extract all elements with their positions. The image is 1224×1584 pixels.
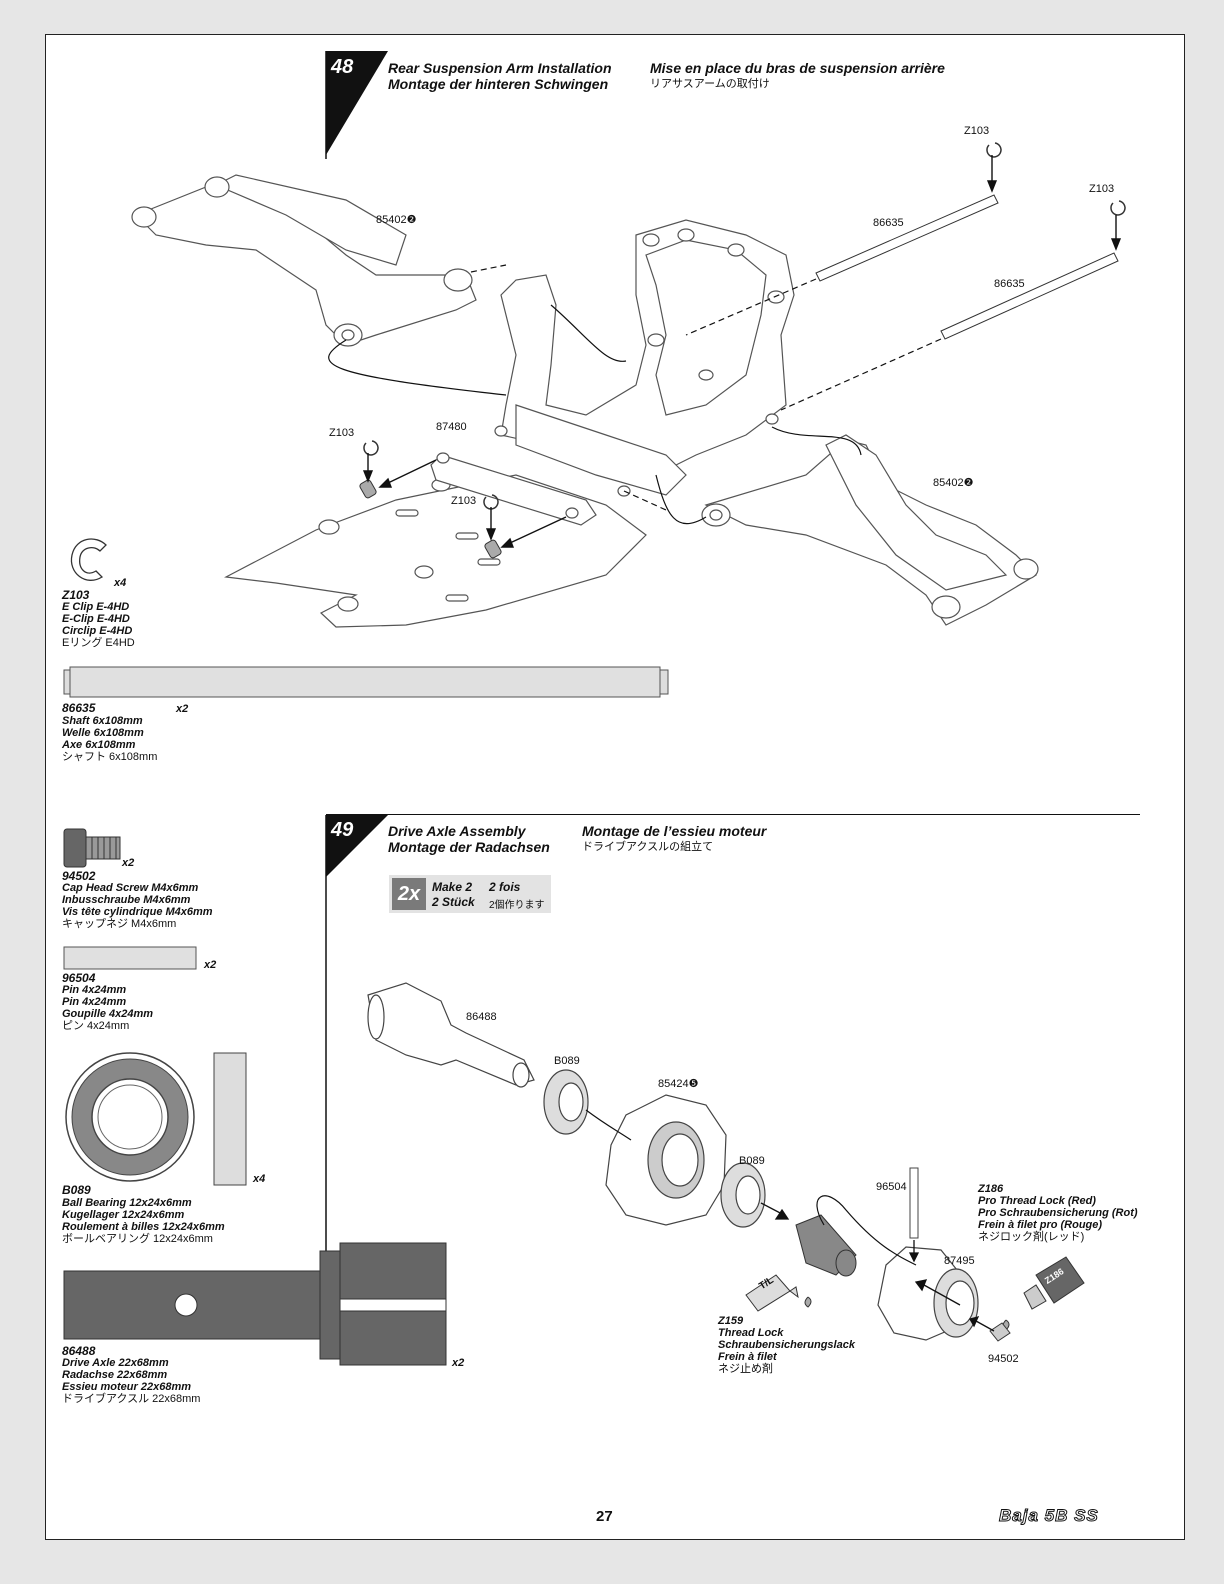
z186-info: Z186 Pro Thread Lock (Red) Pro Schrauben…	[978, 1183, 1138, 1243]
part-z103-eclip-icon	[70, 538, 107, 581]
callout-87495: 87495	[944, 1255, 975, 1267]
part-86488-fr: Essieu moteur 22x68mm	[62, 1381, 192, 1393]
page-number: 27	[596, 1508, 613, 1525]
part-94502-jp: キャップネジ M4x6mm	[62, 918, 177, 930]
part-z103-de: E-Clip E-4HD	[62, 613, 130, 625]
callout-85402-right: 85402❷	[933, 477, 974, 489]
step-49-number: 49	[331, 819, 354, 841]
z186-jp: ネジロック剤(レッド)	[978, 1231, 1085, 1243]
callout-z103-b: Z103	[1089, 183, 1115, 195]
part-b089-de: Kugellager 12x24x6mm	[62, 1209, 185, 1221]
part-96504-pin-icon	[63, 946, 197, 970]
callout-85424: 85424❺	[658, 1078, 699, 1090]
z186-en: Pro Thread Lock (Red)	[978, 1195, 1096, 1207]
step-49-title-de: Montage der Radachsen	[388, 839, 550, 855]
part-z103-jp: Eリング E4HD	[62, 637, 135, 649]
part-96504-fr: Goupille 4x24mm	[62, 1008, 154, 1020]
step-49-title-fr: Montage de l’essieu moteur	[582, 823, 767, 839]
part-86635-desc: Shaft 6x108mm Welle 6x108mm Axe 6x108mm …	[62, 715, 157, 763]
make-two-de: 2 Stück	[432, 895, 475, 909]
step-49-rule	[326, 814, 1140, 815]
part-86488-axle-icon	[63, 1242, 447, 1366]
part-b089-jp: ボールベアリング 12x24x6mm	[62, 1233, 213, 1245]
part-z103-en: E Clip E-4HD	[62, 601, 130, 613]
part-z103-desc: E Clip E-4HD E-Clip E-4HD Circlip E-4HD …	[62, 601, 135, 649]
part-94502-code: 94502	[62, 869, 96, 883]
z186-fr: Frein à filet pro (Rouge)	[978, 1219, 1103, 1231]
part-b089-qty: x4	[253, 1173, 266, 1185]
z159-jp: ネジ止め剤	[718, 1363, 773, 1375]
part-86488-de: Radachse 22x68mm	[62, 1369, 168, 1381]
part-86488-code: 86488	[62, 1344, 96, 1358]
part-96504-qty: x2	[204, 959, 217, 971]
part-z103-code: Z103	[62, 588, 90, 602]
callout-z103-d: Z103	[451, 495, 477, 507]
part-86635-jp: シャフト 6x108mm	[62, 751, 158, 763]
part-94502-de: Inbusschraube M4x6mm	[62, 894, 191, 906]
z159-code: Z159	[718, 1315, 744, 1327]
part-96504-en: Pin 4x24mm	[62, 984, 127, 996]
part-86488-en: Drive Axle 22x68mm	[62, 1357, 169, 1369]
part-96504-code: 96504	[62, 971, 96, 985]
step-49-title-jp: ドライブアクスルの組立て	[582, 841, 714, 853]
step-49-title-en: Drive Axle Assembly	[388, 823, 526, 839]
callout-85402-left: 85402❷	[376, 214, 417, 226]
part-86635-qty: x2	[176, 703, 189, 715]
callout-z103-a: Z103	[964, 125, 990, 137]
part-b089-en: Ball Bearing 12x24x6mm	[62, 1197, 192, 1209]
baja-logo: Baja 5B SS	[999, 1506, 1099, 1526]
part-86635-en: Shaft 6x108mm	[62, 715, 143, 727]
part-86635-shaft-icon	[63, 666, 669, 698]
make-two-fr: 2 fois	[489, 880, 521, 894]
step-48-title-en: Rear Suspension Arm Installation	[388, 60, 612, 76]
part-z103-qty: x4	[114, 577, 127, 589]
part-z103-fr: Circlip E-4HD	[62, 625, 133, 637]
callout-94502: 94502	[988, 1353, 1019, 1365]
make-two-jp: 2個作ります	[489, 900, 545, 911]
callout-b089-a: B089	[554, 1055, 580, 1067]
part-86635-code: 86635	[62, 701, 96, 715]
make-two-badge: 2x	[392, 878, 426, 910]
step-48-title-de: Montage der hinteren Schwingen	[388, 76, 609, 92]
part-94502-qty: x2	[122, 857, 135, 869]
part-b089-fr: Roulement à billes 12x24x6mm	[62, 1221, 225, 1233]
callout-86635-mid: 86635	[994, 278, 1025, 290]
part-94502-en: Cap Head Screw M4x6mm	[62, 882, 199, 894]
step-48-badge	[325, 51, 388, 159]
part-86488-qty: x2	[452, 1357, 465, 1369]
z186-code: Z186	[978, 1183, 1004, 1195]
callout-b089-b: B089	[739, 1155, 765, 1167]
part-96504-jp: ピン 4x24mm	[62, 1020, 130, 1032]
callout-87480: 87480	[436, 421, 467, 433]
part-94502-screw-icon	[63, 828, 121, 868]
step-48-title-jp: リアサスアームの取付け	[650, 78, 770, 90]
z159-de: Schraubensicherungslack	[718, 1339, 855, 1351]
callout-96504: 96504	[876, 1181, 907, 1193]
callout-86488: 86488	[466, 1011, 497, 1023]
part-94502-desc: Cap Head Screw M4x6mm Inbusschraube M4x6…	[62, 882, 213, 930]
part-86635-fr: Axe 6x108mm	[62, 739, 136, 751]
part-86488-desc: Drive Axle 22x68mm Radachse 22x68mm Essi…	[62, 1357, 200, 1405]
make-two-en: Make 2	[432, 880, 473, 894]
z159-info: Z159 Thread Lock Schraubensicherungslack…	[718, 1315, 855, 1375]
step-48-title-fr: Mise en place du bras de suspension arri…	[650, 60, 945, 76]
callout-86635-top: 86635	[873, 217, 904, 229]
part-96504-desc: Pin 4x24mm Pin 4x24mm Goupille 4x24mm ピン…	[62, 984, 153, 1032]
manual-page: 48 Rear Suspension Arm Installation Mont…	[45, 34, 1185, 1540]
step-48-diagram	[131, 142, 1126, 628]
part-94502-fr: Vis tête cylindrique M4x6mm	[62, 906, 213, 918]
z186-de: Pro Schraubensicherung (Rot)	[978, 1207, 1138, 1219]
part-b089-desc: Ball Bearing 12x24x6mm Kugellager 12x24x…	[62, 1197, 225, 1245]
callout-z103-c: Z103	[329, 427, 355, 439]
step-49-diagram	[367, 982, 1085, 1342]
part-86488-jp: ドライブアクスル 22x68mm	[62, 1393, 201, 1405]
step-48-number: 48	[331, 56, 354, 78]
step-49-badge	[325, 815, 388, 1315]
part-96504-de: Pin 4x24mm	[62, 996, 127, 1008]
z159-fr: Frein à filet	[718, 1351, 777, 1363]
part-b089-code: B089	[62, 1183, 91, 1197]
part-86635-de: Welle 6x108mm	[62, 727, 144, 739]
z159-en: Thread Lock	[718, 1327, 784, 1339]
part-b089-bearing-icon	[65, 1052, 247, 1186]
